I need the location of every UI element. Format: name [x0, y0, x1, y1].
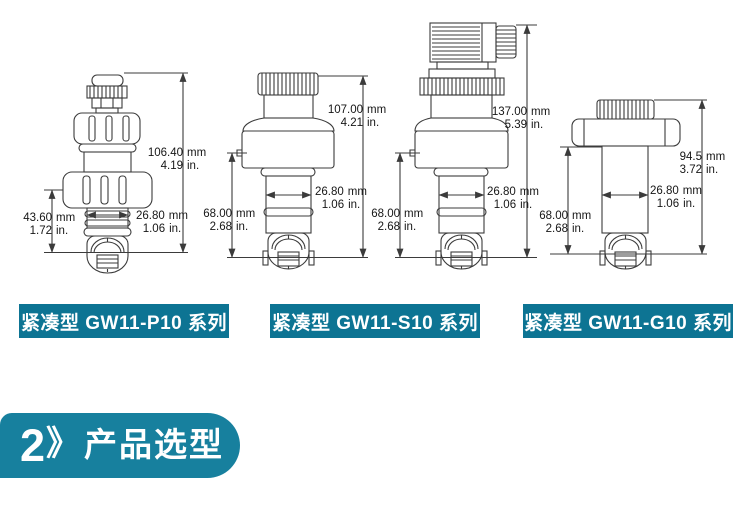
dim-unit: mm: [572, 210, 592, 222]
dim-unit: mm: [236, 208, 256, 220]
dim-label-s10conn-height: 137.00 mm 5.39 in.: [475, 106, 561, 131]
drawing-sensor-p10: [62, 74, 153, 274]
dim-value: 26.80: [650, 185, 679, 197]
dim-label-g10-side: 68.00 mm 2.68 in.: [516, 210, 602, 235]
dim-value: 94.5: [679, 151, 702, 163]
dim-value: 26.80: [487, 186, 516, 198]
dimension-lines-s10-cable: [227, 75, 368, 259]
dim-unit: mm: [347, 186, 367, 198]
dim-value: 5.39: [504, 118, 527, 131]
drawing-sensor-s10-cable: [236, 72, 335, 270]
dim-label-s10cable-height: 107.00 mm 4.21 in.: [311, 104, 397, 129]
dim-value: 3.72: [679, 163, 702, 176]
dim-value: 68.00: [371, 208, 400, 220]
dim-label-s10conn-side: 68.00 mm 2.68 in.: [348, 208, 434, 233]
series-label-gw11-s10: 紧凑型 GW11-S10 系列: [270, 304, 480, 338]
dim-unit: in.: [187, 159, 200, 172]
dim-value: 1.06: [656, 197, 680, 210]
dim-unit: mm: [706, 151, 726, 163]
dim-unit: mm: [682, 185, 702, 197]
dim-value: 2.68: [377, 220, 400, 233]
banner-chevron: 》: [46, 424, 81, 463]
dim-unit: mm: [519, 186, 539, 198]
dim-label-g10-height: 94.5 mm 3.72 in.: [650, 151, 736, 176]
drawing-sensor-g10: [571, 99, 681, 270]
dim-value: 1.06: [142, 222, 166, 235]
dim-unit: in.: [56, 224, 69, 237]
dim-value: 2.68: [545, 222, 568, 235]
dim-value: 2.68: [209, 220, 232, 233]
dim-unit: mm: [404, 208, 424, 220]
banner-title: 产品选型: [84, 426, 225, 463]
dimension-lines-s10-connector: [395, 24, 537, 259]
dim-unit: in.: [348, 198, 361, 211]
dim-value: 106.40: [147, 147, 183, 159]
series-label-gw11-p10: 紧凑型 GW11-P10 系列: [19, 304, 229, 338]
dim-value: 137.00: [491, 106, 527, 118]
series-label-gw11-g10: 紧凑型 GW11-G10 系列: [523, 304, 733, 338]
dim-value: 1.72: [29, 224, 52, 237]
dim-unit: in.: [683, 197, 696, 210]
dim-unit: in.: [706, 163, 719, 176]
dimension-lines-p10: [44, 72, 188, 254]
banner-section-number: 2: [20, 420, 46, 471]
dim-unit: in.: [404, 220, 417, 233]
dimension-drawings-svg: [44, 22, 707, 274]
dim-value: 68.00: [539, 210, 568, 222]
dim-label-s10cable-side: 68.00 mm 2.68 in.: [180, 208, 266, 233]
dim-value: 68.00: [203, 208, 232, 220]
dim-label-p10-height: 106.40 mm 4.19 in.: [131, 147, 217, 172]
dim-value: 4.21: [340, 116, 363, 129]
dim-unit: in.: [169, 222, 182, 235]
dim-unit: mm: [187, 147, 207, 159]
dimension-lines-g10: [550, 99, 707, 255]
dim-unit: mm: [367, 104, 387, 116]
dim-unit: in.: [572, 222, 585, 235]
dim-unit: in.: [367, 116, 380, 129]
dim-unit: in.: [236, 220, 249, 233]
dim-unit: in.: [531, 118, 544, 131]
dim-value: 1.06: [321, 198, 345, 211]
section-banner: 2 》 产品选型: [0, 413, 240, 478]
dim-value: 26.80: [136, 210, 165, 222]
dim-unit: in.: [520, 198, 533, 211]
dim-value: 1.06: [493, 198, 517, 211]
dim-value: 107.00: [327, 104, 363, 116]
dim-value: 43.60: [23, 212, 52, 224]
dim-unit: mm: [531, 106, 551, 118]
dim-value: 26.80: [315, 186, 344, 198]
dim-unit: mm: [56, 212, 76, 224]
drawing-sensor-s10-connector: [409, 22, 517, 270]
dim-value: 4.19: [160, 159, 183, 172]
dim-unit: mm: [168, 210, 188, 222]
dim-label-p10-side: 43.60 mm 1.72 in.: [0, 212, 86, 237]
